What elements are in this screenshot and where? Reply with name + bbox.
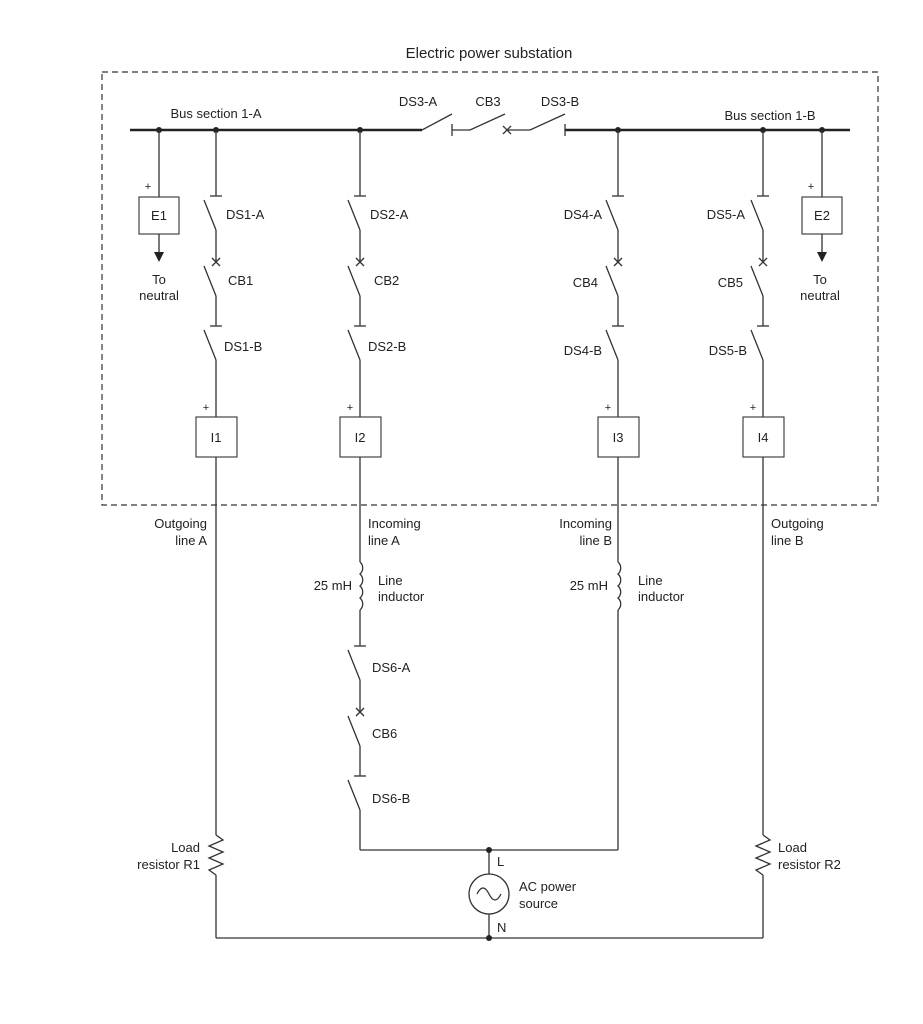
branch-2-switchgear: [339, 130, 382, 562]
ds4b-label: DS4-B: [564, 343, 602, 358]
cb1-label: CB1: [228, 273, 253, 288]
r1-label-line2: resistor R1: [137, 857, 200, 872]
e2-label: E2: [814, 208, 830, 223]
outgoing-line-b-line2: line B: [771, 533, 804, 548]
cb3-label: CB3: [475, 94, 500, 109]
incoming-line-b-line2: line B: [579, 533, 612, 548]
substation-boundary: [101, 71, 879, 506]
line-inductor-right: [617, 561, 622, 611]
ds2a-label: DS2-A: [370, 207, 409, 222]
inductor-left-label-line2: inductor: [378, 589, 425, 604]
e1-ground: [138, 130, 180, 262]
terminal-n-label: N: [497, 920, 506, 935]
line-inductor-left: [359, 561, 364, 611]
i2-polarity: +: [347, 402, 353, 414]
ds2b-label: DS2-B: [368, 339, 406, 354]
ac-power-source: [216, 850, 763, 939]
ds5b-label: DS5-B: [709, 343, 747, 358]
r2-label-line2: resistor R2: [778, 857, 841, 872]
incoming-line-a-line2: line A: [368, 533, 400, 548]
source-label-line1: AC power: [519, 879, 577, 894]
inductor-right-label-line2: inductor: [638, 589, 685, 604]
e1-dest-line1: To: [152, 272, 166, 287]
diagram-title: Electric power substation: [406, 45, 573, 62]
e2-ground: [801, 130, 843, 262]
i1-label: I1: [211, 430, 222, 445]
ds3a-label: DS3-A: [399, 94, 438, 109]
inductor-right-value: 25 mH: [570, 578, 608, 593]
ds1a-label: DS1-A: [226, 207, 265, 222]
i3-label: I3: [613, 430, 624, 445]
outgoing-line-a-line1: Outgoing: [154, 516, 207, 531]
ds6a-label: DS6-A: [372, 660, 411, 675]
source-label-line2: source: [519, 896, 558, 911]
branch-3-switchgear: [597, 130, 640, 562]
branch-4-switchgear: [742, 130, 785, 835]
outgoing-line-b-line1: Outgoing: [771, 516, 824, 531]
e1-dest-line2: neutral: [139, 288, 179, 303]
load-resistor-r2: [754, 834, 772, 876]
r1-label-line1: Load: [171, 840, 200, 855]
load-resistor-r1: [207, 834, 225, 876]
i3-polarity: +: [605, 402, 611, 414]
cb5-label: CB5: [718, 275, 743, 290]
ds4a-label: DS4-A: [564, 207, 603, 222]
e1-label: E1: [151, 208, 167, 223]
incoming-line-a-line1: Incoming: [368, 516, 421, 531]
i2-label: I2: [355, 430, 366, 445]
terminal-l-label: L: [497, 854, 504, 869]
ds1b-label: DS1-B: [224, 339, 262, 354]
e2-dest-line1: To: [813, 272, 827, 287]
bus-tie: [421, 113, 566, 136]
cb4-label: CB4: [573, 275, 598, 290]
ds5a-label: DS5-A: [707, 207, 746, 222]
ds6b-label: DS6-B: [372, 791, 410, 806]
branch-1-switchgear: [195, 130, 238, 835]
terminal-n-dot: [486, 935, 492, 941]
cb2-label: CB2: [374, 273, 399, 288]
i4-label: I4: [758, 430, 769, 445]
e2-dest-line2: neutral: [800, 288, 840, 303]
inductor-left-value: 25 mH: [314, 578, 352, 593]
cb6-label: CB6: [372, 726, 397, 741]
outgoing-line-a-line2: line A: [175, 533, 207, 548]
bus-section-1b-label: Bus section 1-B: [724, 108, 815, 123]
ds3b-label: DS3-B: [541, 94, 579, 109]
inductor-left-label-line1: Line: [378, 573, 403, 588]
terminal-l-dot: [486, 847, 492, 853]
inductor-right-label-line1: Line: [638, 573, 663, 588]
i1-polarity: +: [203, 402, 209, 414]
r2-label-line1: Load: [778, 840, 807, 855]
incoming-line-b-line1: Incoming: [559, 516, 612, 531]
bus-section-1a-label: Bus section 1-A: [170, 106, 261, 121]
i4-polarity: +: [750, 402, 756, 414]
e1-polarity: +: [145, 181, 151, 193]
e2-polarity: +: [808, 181, 814, 193]
